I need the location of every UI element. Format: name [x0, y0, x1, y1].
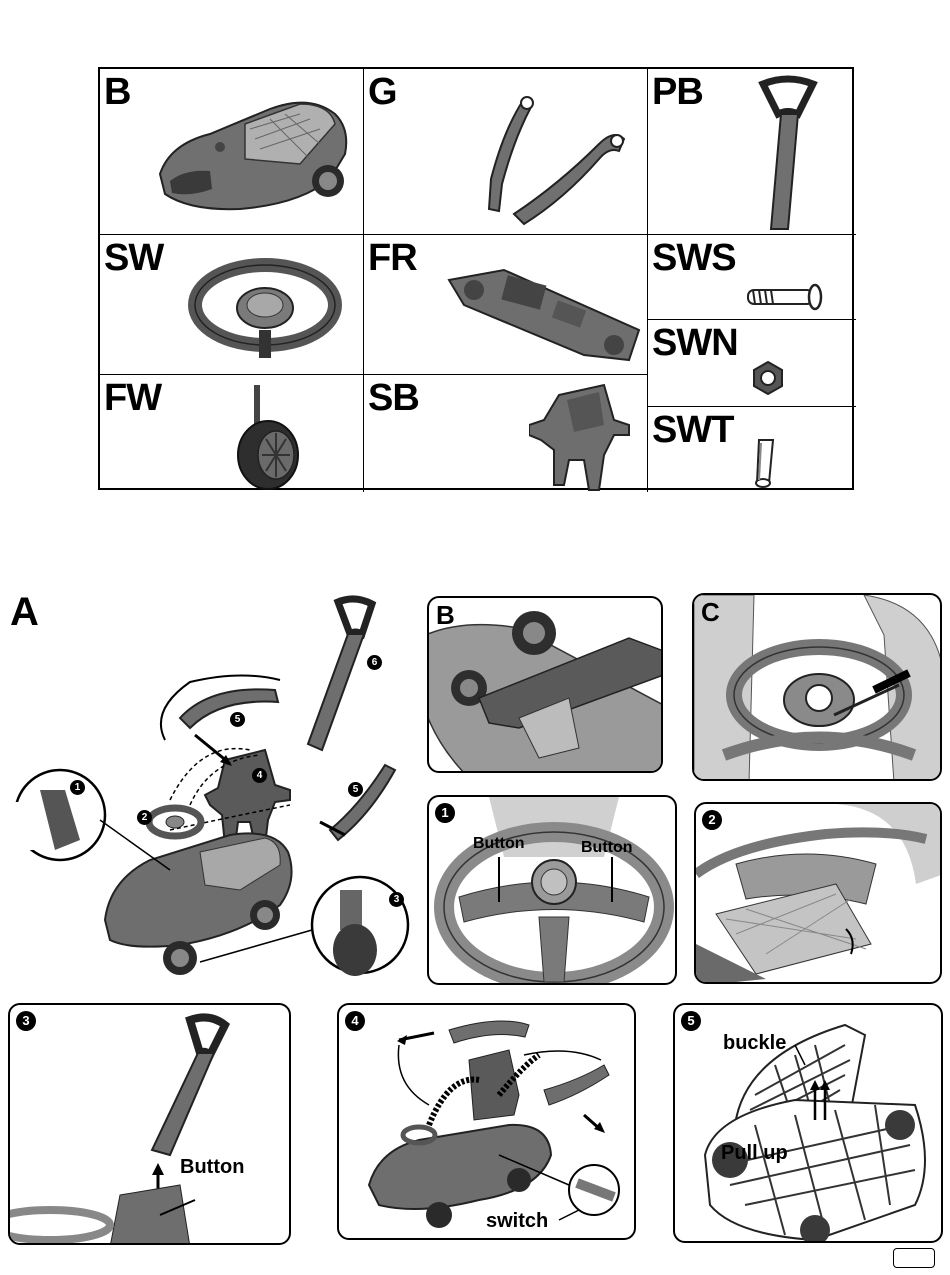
panel-letter: B: [436, 600, 455, 631]
overview-step-5a: 5: [230, 712, 245, 727]
overview-step-5b: 5: [348, 782, 363, 797]
panel-letter: C: [701, 597, 720, 628]
guard-bar-switch-image: [339, 1005, 636, 1240]
page-number-box: [893, 1248, 935, 1268]
push-bar-image: [743, 74, 833, 234]
panel-step-1-wheel-buttons: 1 Button Button: [427, 795, 677, 985]
button-label-left: Button: [473, 835, 525, 853]
guard-bars-image: [469, 89, 639, 234]
part-code: SWT: [652, 409, 733, 452]
panel-c-steering-wheel-screw: C: [692, 593, 942, 781]
parts-table: B G PB SW: [98, 67, 854, 490]
part-cell-swn: SWN: [648, 320, 856, 407]
steering-wheel-screw-image: [743, 280, 828, 315]
overview-step-3: 3: [389, 892, 404, 907]
part-cell-fw: FW: [100, 375, 364, 492]
part-cell-sb: SB: [364, 375, 648, 492]
part-cell-sw: SW: [100, 235, 364, 375]
part-cell-swt: SWT: [648, 407, 856, 492]
steering-wheel-screw-image: [694, 595, 942, 781]
step-badge: 1: [435, 803, 455, 823]
step-badge: 4: [345, 1011, 365, 1031]
part-code: SB: [368, 377, 419, 420]
car-body-image: [150, 89, 360, 229]
underside-buckle-image: [675, 1005, 943, 1243]
overview-step-1: 1: [70, 780, 85, 795]
part-code: PB: [652, 71, 703, 114]
panel-step-5-buckle: 5 buckle Pull up: [673, 1003, 943, 1243]
part-cell-fr: FR: [364, 235, 648, 375]
switch-label: switch: [486, 1210, 548, 1233]
part-cell-g: G: [364, 69, 648, 235]
part-cell-b: B: [100, 69, 364, 235]
hex-nut-image: [748, 358, 788, 398]
steering-wheel-buttons-image: [429, 797, 677, 985]
buckle-label: buckle: [723, 1032, 786, 1055]
frame-image: [444, 260, 644, 370]
panel-step-4-guard-bars: 4 switch: [337, 1003, 636, 1240]
steering-install-image: [696, 804, 942, 984]
part-code: SWN: [652, 322, 738, 365]
overview-step-6: 6: [367, 655, 382, 670]
step-badge: 5: [681, 1011, 701, 1031]
button-label: Button: [180, 1156, 244, 1179]
steering-wheel-image: [185, 250, 345, 370]
part-cell-sws: SWS: [648, 235, 856, 320]
part-code: SW: [104, 237, 163, 280]
overview-step-4: 4: [252, 768, 267, 783]
part-code: SWS: [652, 237, 736, 280]
front-wheel-image: [230, 383, 310, 493]
panel-b-frame-install: B: [427, 596, 663, 773]
frame-install-image: [429, 598, 663, 773]
panel-step-2-steering: 2: [694, 802, 942, 984]
button-label-right: Button: [581, 839, 633, 857]
overview-step-2: 2: [137, 810, 152, 825]
steering-wheel-tube-image: [751, 435, 781, 490]
step-badge: 2: [702, 810, 722, 830]
part-code: B: [104, 71, 130, 114]
panel-step-3-push-bar: 3 Button: [8, 1003, 291, 1245]
part-code: FW: [104, 377, 161, 420]
push-bar-insert-image: [10, 1005, 291, 1245]
seat-back-image: [529, 380, 639, 492]
part-cell-pb: PB: [648, 69, 856, 235]
pull-up-label: Pull up: [721, 1142, 788, 1165]
part-code: FR: [368, 237, 417, 280]
part-code: G: [368, 71, 397, 114]
step-badge: 3: [16, 1011, 36, 1031]
